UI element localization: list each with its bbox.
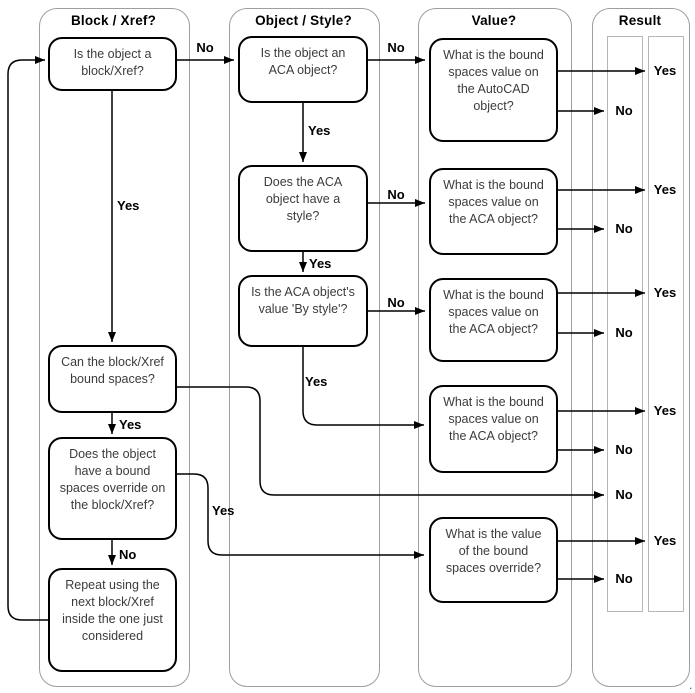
result-label-no-3: No <box>615 325 633 340</box>
edge-label-yes-can-bound: Yes <box>119 417 142 432</box>
edge-label-no-by-style: No <box>387 295 405 310</box>
value-box-override: What is the value of the bound spaces ov… <box>429 517 558 603</box>
value-box-aca-object-1: What is the bound spaces value on the AC… <box>429 168 558 255</box>
result-strip-yes <box>648 36 684 612</box>
edge-label-yes-by-style: Yes <box>305 374 328 389</box>
decision-box-is-aca-object: Is the object an ACA object? <box>238 36 368 103</box>
corner-dot: . <box>689 678 693 692</box>
result-label-no-2: No <box>615 221 633 236</box>
decision-box-has-style: Does the ACA object have a style? <box>238 165 368 252</box>
edge-label-no-block: No <box>196 40 214 55</box>
column-object-style <box>229 8 380 687</box>
column-title-block-xref: Block / Xref? <box>70 13 157 28</box>
decision-box-has-override: Does the object have a bound spaces over… <box>48 437 177 540</box>
result-label-yes-1: Yes <box>653 63 677 78</box>
column-title-result: Result <box>618 13 662 28</box>
result-label-yes-3: Yes <box>653 285 677 300</box>
edge-label-yes-style: Yes <box>309 256 332 271</box>
process-box-repeat-next: Repeat using the next block/Xref inside … <box>48 568 177 672</box>
column-title-value: Value? <box>471 13 517 28</box>
value-box-autocad-object: What is the bound spaces value on the Au… <box>429 38 558 142</box>
value-box-aca-object-2: What is the bound spaces value on the AC… <box>429 278 558 362</box>
result-label-yes-4: Yes <box>653 403 677 418</box>
edge-label-yes-aca: Yes <box>308 123 331 138</box>
edge-label-yes-block: Yes <box>117 198 140 213</box>
decision-box-is-by-style: Is the ACA object's value 'By style'? <box>238 275 368 347</box>
result-label-no-4: No <box>615 442 633 457</box>
edge-label-no-override: No <box>119 547 137 562</box>
result-label-no-1: No <box>615 103 633 118</box>
result-label-no-5: No <box>615 487 633 502</box>
decision-box-can-bound-spaces: Can the block/Xref bound spaces? <box>48 345 177 413</box>
edge-label-no-style: No <box>387 187 405 202</box>
result-label-yes-2: Yes <box>653 182 677 197</box>
result-strip-no <box>607 36 643 612</box>
edge-label-no-aca: No <box>387 40 405 55</box>
column-title-object-style: Object / Style? <box>255 13 352 28</box>
decision-box-is-block-xref: Is the object a block/Xref? <box>48 37 177 91</box>
edge-label-yes-override: Yes <box>212 503 235 518</box>
column-block-xref <box>39 8 190 687</box>
result-label-yes-5: Yes <box>653 533 677 548</box>
value-box-aca-object-3: What is the bound spaces value on the AC… <box>429 385 558 473</box>
result-label-no-6: No <box>615 571 633 586</box>
column-result <box>592 8 690 687</box>
column-value <box>418 8 572 687</box>
